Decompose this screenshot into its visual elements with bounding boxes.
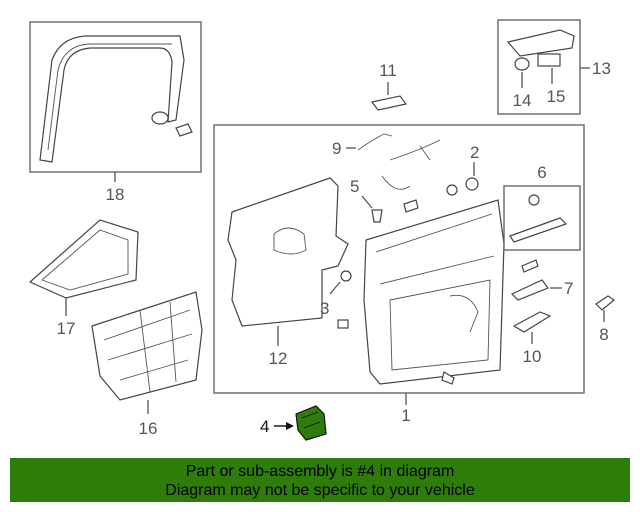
callout-16: 16 — [139, 419, 158, 438]
callout-7: 7 — [564, 279, 573, 298]
door-trim-detail — [375, 213, 495, 371]
door-trim-panel — [363, 199, 505, 385]
window-channel-shape — [39, 35, 185, 163]
switch-bezel — [506, 29, 575, 57]
part-1-group: 1 9 2 5 12 3 6 — [213, 124, 585, 425]
part-16-group: 16 — [91, 291, 203, 438]
harness-9 — [357, 133, 393, 151]
part-6-handle — [509, 217, 568, 243]
callout-15: 15 — [547, 87, 566, 106]
callout-14: 14 — [513, 91, 532, 110]
harness-main — [381, 139, 441, 190]
part-16-regulator — [91, 291, 203, 401]
part-6-frame — [503, 185, 581, 251]
part-18-window-channel-group: 18 — [29, 21, 202, 204]
part-11-group: 11 — [370, 61, 408, 111]
deflector-cutout — [273, 227, 307, 255]
part-7-clip — [521, 259, 539, 273]
callout-17: 17 — [57, 319, 76, 338]
small-clip — [337, 319, 349, 329]
part-4-detail — [301, 411, 321, 429]
callout-13: 13 — [592, 59, 611, 78]
leader-4-arrow — [286, 422, 294, 430]
part-6-screw — [528, 194, 540, 206]
callout-8: 8 — [599, 325, 608, 344]
part-17-inner — [41, 229, 129, 291]
part-2-clip — [465, 177, 479, 191]
part-8-cap — [595, 295, 616, 311]
door-pull — [449, 294, 479, 333]
leader-3 — [329, 281, 341, 295]
channel-screw — [175, 123, 193, 137]
part-13-group: 13 14 15 — [497, 19, 611, 115]
part-5-fastener — [371, 209, 383, 223]
callout-11: 11 — [379, 61, 397, 80]
part-4-group: 4 — [260, 405, 327, 441]
banner-line-1: Part or sub-assembly is #4 in diagram — [185, 463, 455, 480]
window-channel-inner — [47, 43, 172, 151]
screw-b — [441, 371, 455, 385]
part-17-group: 17 — [28, 219, 139, 338]
part-16-detail — [103, 301, 193, 393]
part-2-clip-b — [446, 184, 458, 196]
info-banner: Part or sub-assembly is #4 in diagram Di… — [10, 458, 630, 502]
part-13-frame — [497, 19, 581, 115]
leader-5 — [361, 195, 373, 209]
parts-diagram: 18 11 13 14 15 1 9 2 5 — [28, 19, 616, 441]
callout-5: 5 — [350, 177, 359, 196]
channel-grommet — [151, 111, 169, 125]
part-1-frame — [213, 124, 585, 394]
switch-14 — [514, 57, 530, 71]
callout-18: 18 — [106, 185, 125, 204]
callout-6: 6 — [537, 163, 546, 182]
callout-12: 12 — [269, 349, 288, 368]
callout-10: 10 — [523, 347, 542, 366]
part-8-group: 8 — [595, 295, 616, 344]
part-10-cover — [512, 311, 552, 333]
part-12-deflector — [227, 177, 349, 327]
callout-3: 3 — [320, 299, 329, 318]
part-4-highlighted — [295, 405, 327, 441]
callout-4: 4 — [260, 417, 269, 436]
part-7-handle — [510, 279, 549, 301]
banner-line-2: Diagram may not be specific to your vehi… — [165, 482, 475, 499]
callout-9: 9 — [332, 139, 341, 158]
part-3-clip — [340, 270, 352, 282]
switch-15 — [537, 53, 561, 67]
callout-2: 2 — [470, 143, 479, 162]
screw-a — [403, 199, 419, 213]
callout-1: 1 — [401, 406, 410, 425]
part-11-trim — [370, 95, 408, 111]
